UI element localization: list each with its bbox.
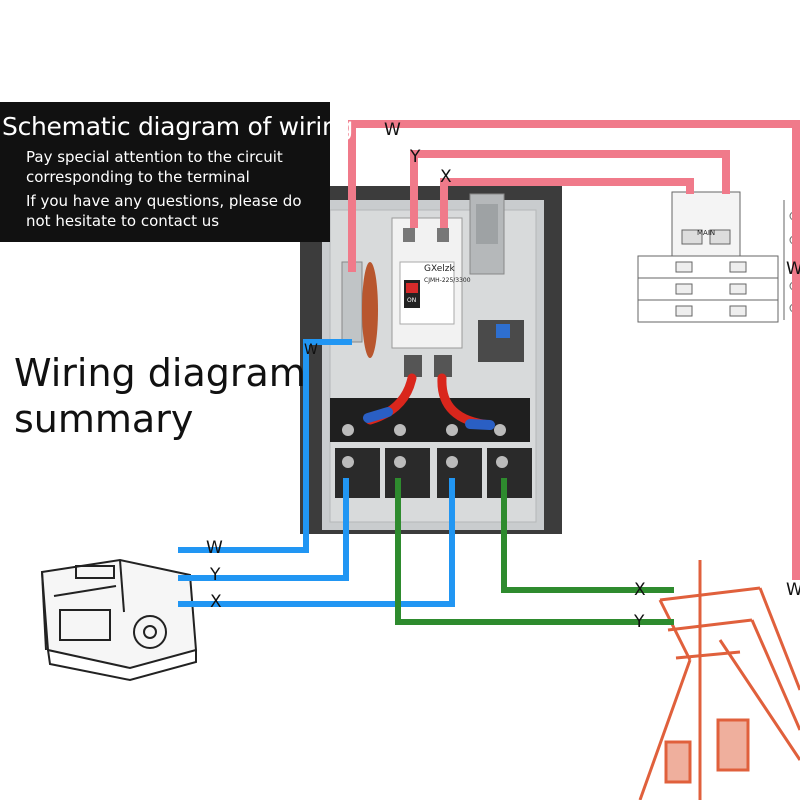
label-gen-y: Y xyxy=(209,565,221,585)
generator-icon xyxy=(40,558,198,682)
label-top-y: Y xyxy=(409,147,421,167)
pink-wires xyxy=(348,120,800,580)
label-right-w-bottom: W xyxy=(786,580,800,600)
contactor xyxy=(478,320,524,362)
label-top-w: W xyxy=(384,120,401,140)
main-breaker-label: MAIN xyxy=(697,229,715,237)
copper-bus-bar xyxy=(341,261,378,358)
breaker-on-label: ON xyxy=(407,297,416,304)
power-supply-module xyxy=(469,193,505,275)
main-breaker xyxy=(391,217,463,377)
label-gen-w: W xyxy=(206,538,223,558)
label-gen-x: X xyxy=(210,592,222,612)
green-wires xyxy=(395,478,674,625)
wiring-summary-heading: Wiring diagram summary xyxy=(14,350,306,442)
summary-line-1: Wiring diagram xyxy=(14,351,306,395)
internal-blue-sleeves xyxy=(363,407,495,430)
utility-pole-icon xyxy=(638,560,800,800)
label-grid-y: Y xyxy=(633,612,645,632)
blue-wires xyxy=(178,339,455,607)
schematic-note-circuit: Pay special attention to the circuit cor… xyxy=(26,148,283,186)
label-grid-x: X xyxy=(634,580,646,600)
schematic-note-contact: If you have any questions, please do not… xyxy=(26,192,302,230)
distribution-breaker-panel xyxy=(637,191,799,323)
summary-line-2: summary xyxy=(14,397,194,441)
label-right-w-top: W xyxy=(786,259,800,279)
schematic-header-box: Schematic diagram of wiring Pay special … xyxy=(0,102,353,242)
schematic-title: Schematic diagram of wiring xyxy=(2,112,354,141)
breaker-model: CJMH-225/3300 xyxy=(424,277,471,284)
terminal-blocks xyxy=(330,398,532,498)
breaker-brand: GXelzk xyxy=(424,264,455,274)
label-panel-w: W xyxy=(304,342,318,358)
label-top-x: X xyxy=(440,167,452,187)
